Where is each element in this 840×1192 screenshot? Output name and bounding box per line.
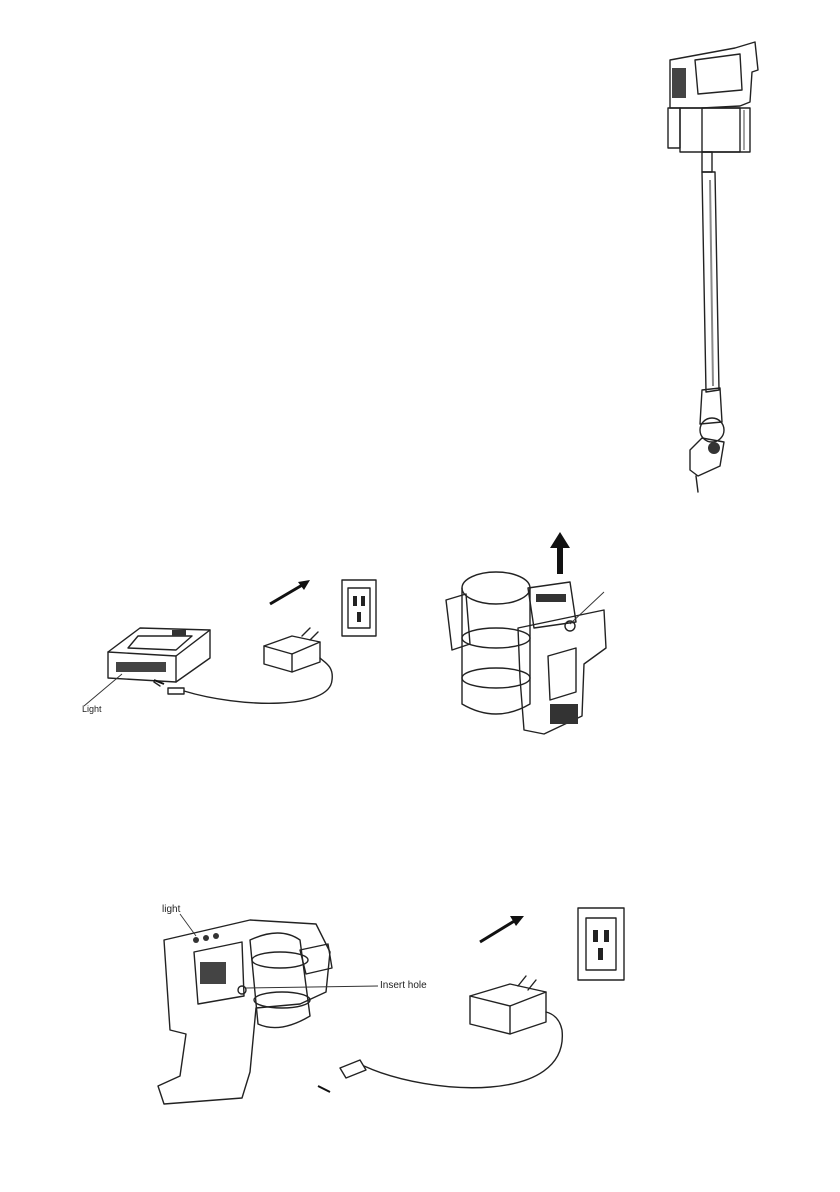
insert-hole-label: Insert hole [380, 980, 427, 991]
battery-removal-illustration [436, 528, 616, 748]
battery-charging-illustration: Light [80, 570, 400, 720]
vacuum-charging-illustration: light Insert hole [150, 900, 650, 1120]
stick-vacuum-illustration [640, 30, 780, 500]
vacuum-light-label: light [162, 904, 180, 915]
battery-light-label: Light [82, 704, 102, 714]
